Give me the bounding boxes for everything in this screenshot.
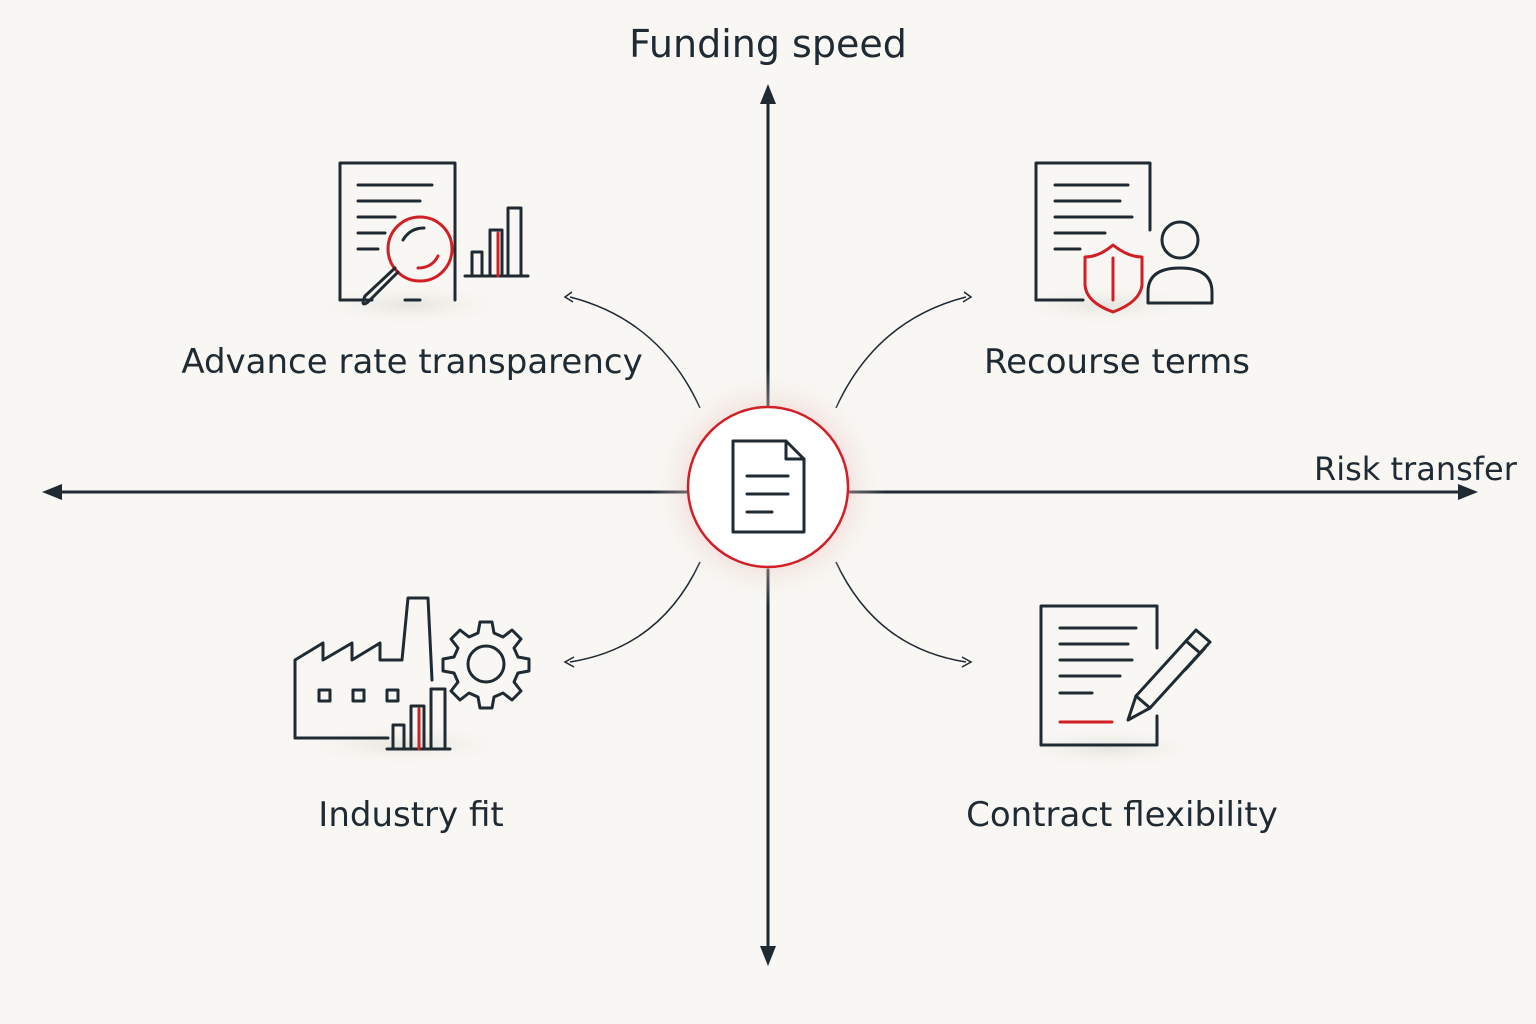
bar-chart-icon: [463, 206, 530, 278]
factory-gear-chart-icon: [285, 596, 531, 767]
quadrant-label-top-left: Advance rate transparency: [181, 342, 643, 382]
connector-arrows: [563, 291, 973, 668]
bar-chart-icon: [385, 687, 452, 751]
pen-icon: [1126, 628, 1212, 722]
quadrant-label-bottom-left: Industry fit: [318, 795, 504, 835]
arrow-down-icon: [760, 946, 776, 966]
arrowhead-top-right-icon: [962, 291, 973, 303]
shield-icon: [1083, 243, 1144, 314]
arrowhead-bottom-left-icon: [563, 656, 575, 668]
horizontal-axis-label: Risk transfer: [1314, 450, 1517, 488]
document-magnifier-chart-icon: [300, 161, 530, 327]
document-icon: [731, 439, 806, 534]
document-pen-icon: [1000, 604, 1216, 770]
arrow-left-icon: [42, 484, 62, 500]
arrow-right-icon: [1458, 484, 1478, 500]
connector-top-right: [835, 296, 967, 409]
arrow-up-icon: [760, 84, 776, 104]
vertical-axis-label: Funding speed: [629, 22, 907, 66]
horizontal-axis: [42, 484, 1478, 500]
quadrant-label-bottom-right: Contract flexibility: [966, 795, 1278, 835]
document-shield-user-icon: [1000, 161, 1214, 327]
gear-icon: [441, 620, 531, 710]
arrowhead-top-left-icon: [563, 291, 574, 303]
quadrant-label-top-right: Recourse terms: [984, 342, 1250, 382]
connector-top-left: [569, 296, 701, 409]
center-node: [650, 369, 886, 605]
connector-bottom-left: [569, 561, 701, 663]
arrowhead-bottom-right-icon: [961, 656, 973, 668]
user-icon: [1146, 220, 1214, 305]
vertical-axis: [760, 84, 776, 966]
connector-bottom-right: [835, 561, 967, 663]
